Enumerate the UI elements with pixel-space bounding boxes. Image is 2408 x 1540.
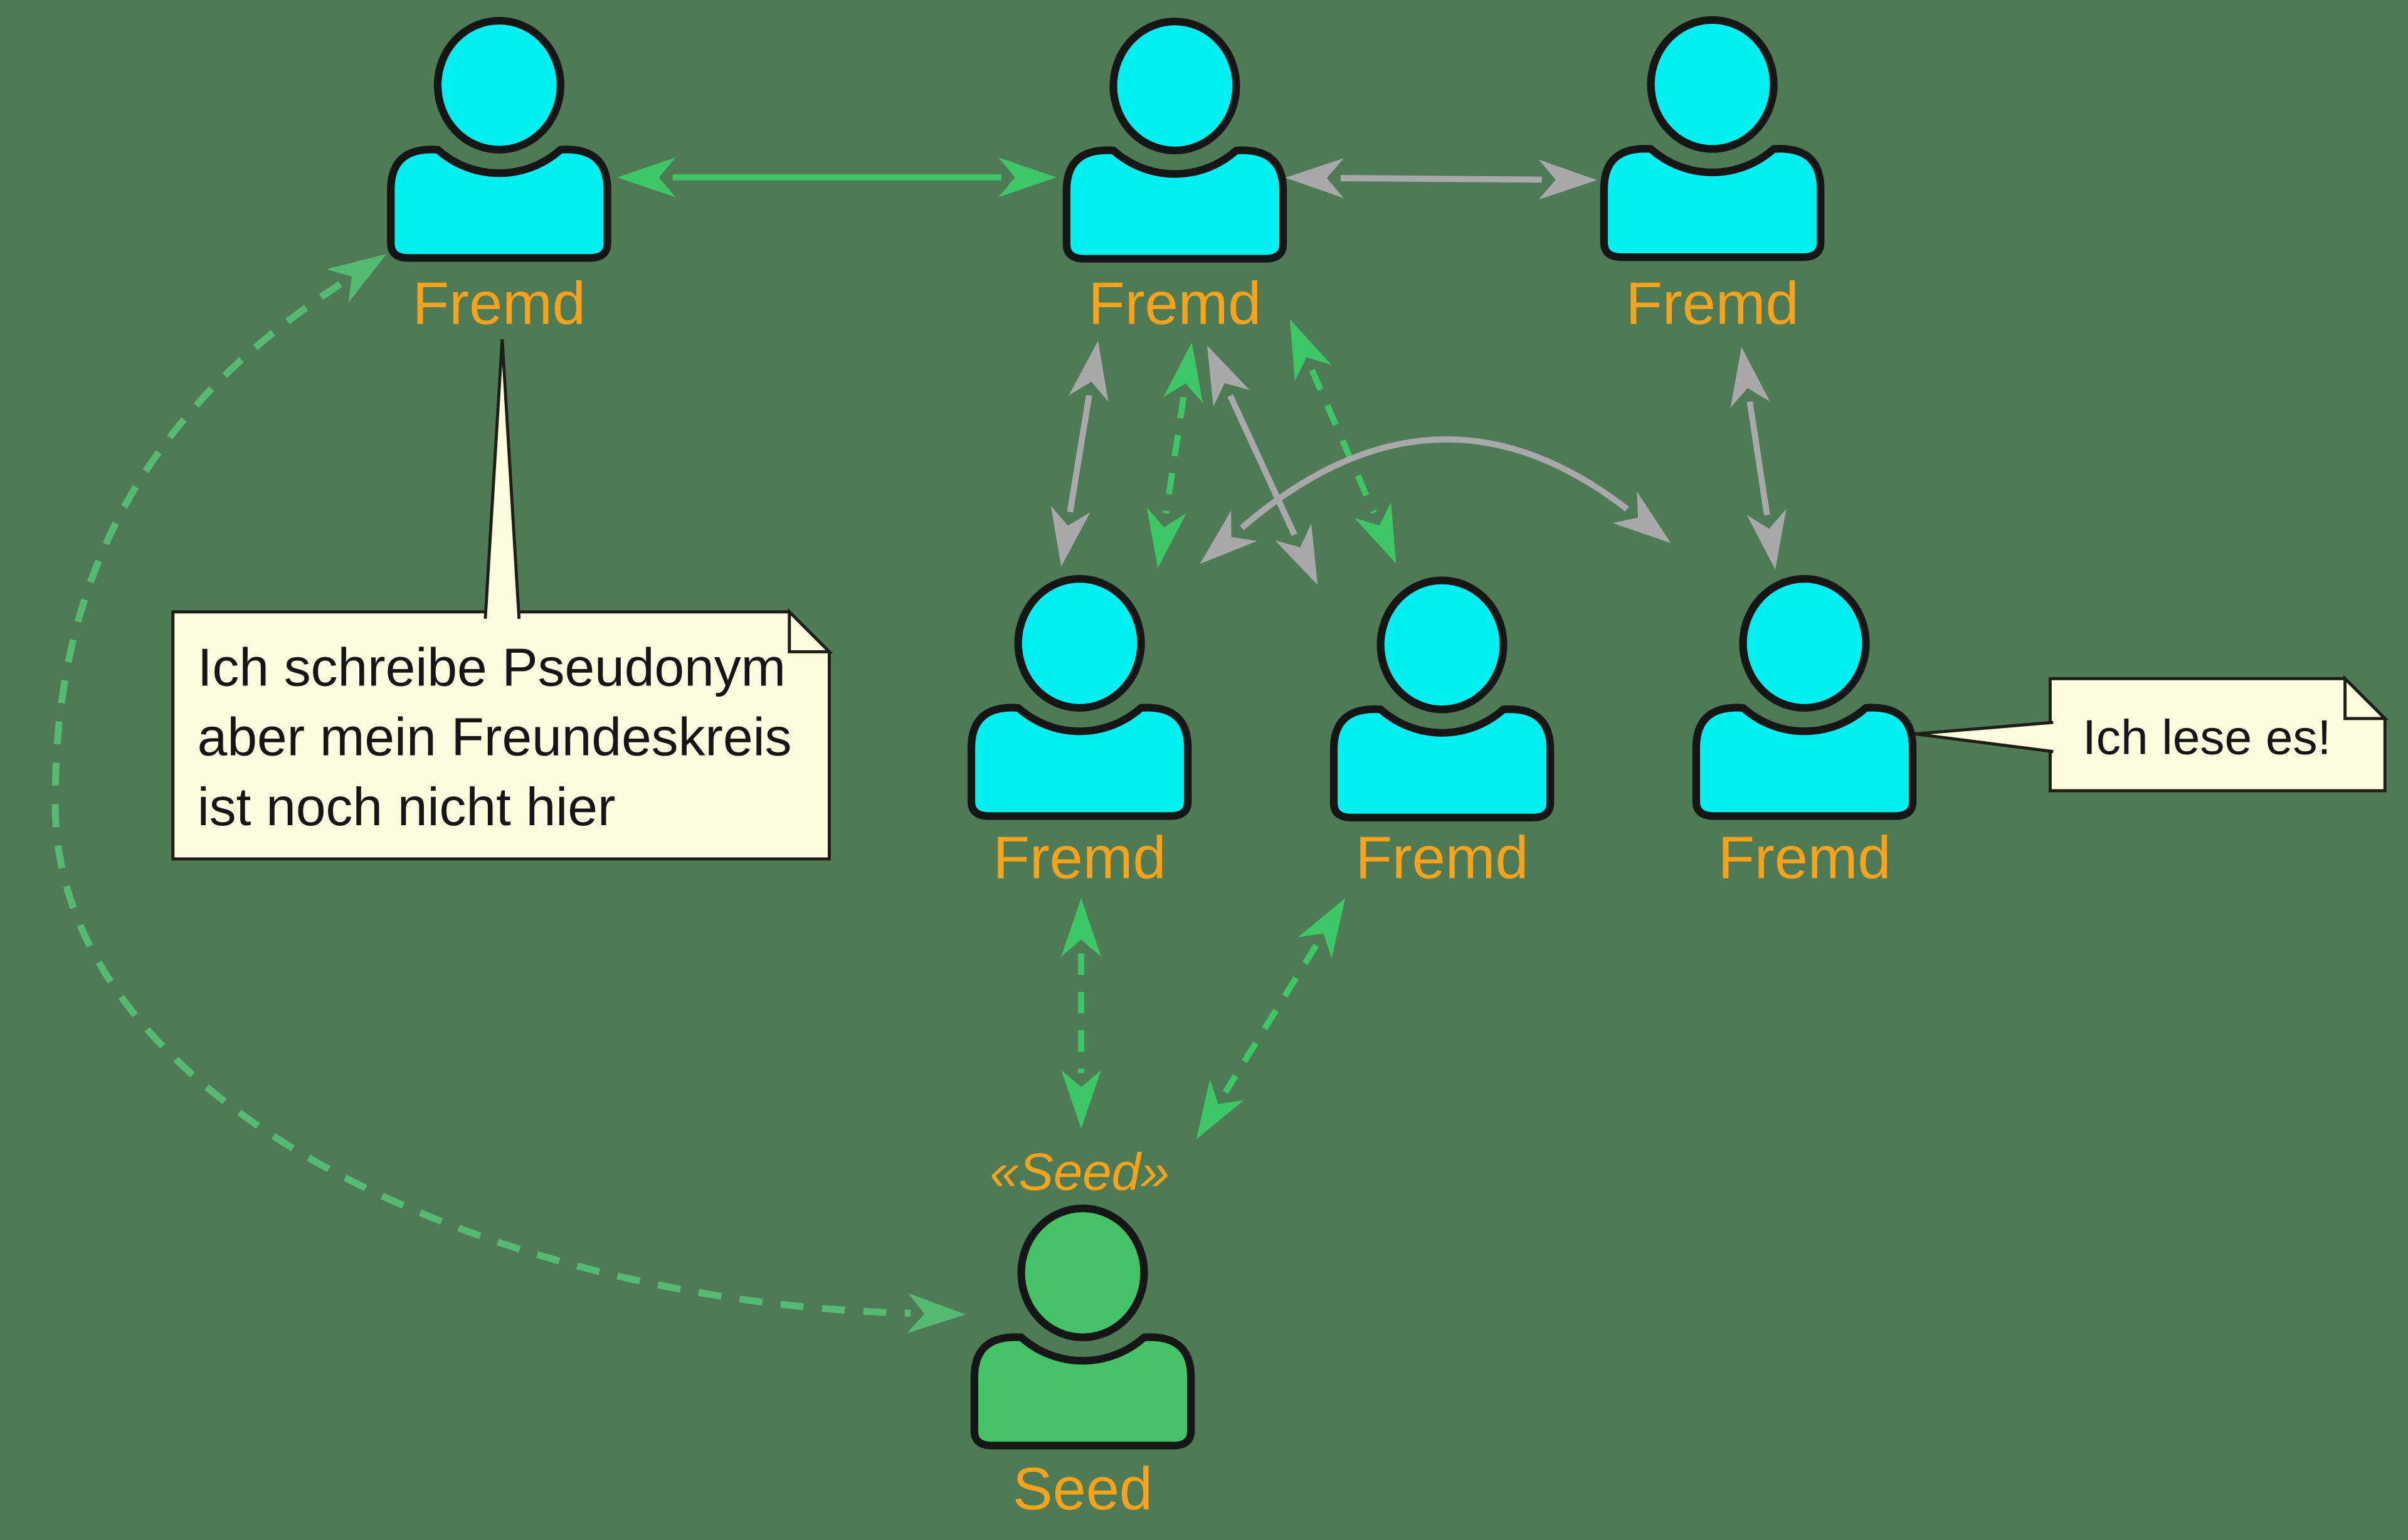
person-label: Fremd [1356,825,1529,892]
person-fremd-top-right: Fremd [1604,20,1820,337]
arrow-green-dashed-top-middle-to-mid-middle [1290,319,1397,564]
person-label: Fremd [1718,825,1891,892]
person-fremd-mid-left: Fremd [971,579,1188,892]
note-right-pointer [1914,722,2054,752]
seed-label: Seed [1013,1456,1153,1522]
person-label: Fremd [993,825,1166,892]
person-fremd-top-middle: Fremd [1067,21,1283,337]
person-label: Fremd [1626,271,1799,337]
note-left-line-3: ist noch nicht hier [198,777,616,837]
person-fremd-top-left: Fremd [391,21,607,337]
note-right: Ich lese es! [1914,675,2389,793]
person-label: Fremd [1088,271,1261,337]
arrow-green-dashed-arc-seed-to-top-left [51,253,966,1334]
note-right-text: Ich lese es! [2083,709,2331,764]
persons: Fremd Fremd Fremd Fremd Fremd Fremd «See… [391,20,1913,1522]
person-fremd-mid-middle: Fremd [1334,581,1550,892]
arrows [51,157,1787,1334]
note-right-box [2048,677,2387,793]
seed-stereotype-label: «Seed» [990,1143,1170,1201]
arrow-green-dashed-top-middle-to-mid-left [1146,342,1203,569]
arrow-gray-curved-mid-left-to-mid-right [1200,436,1671,564]
note-left-line-2: aber mein Freundeskreis [198,707,792,767]
arrow-gray-top-middle-to-top-right [1285,158,1597,200]
arrow-gray-top-middle-to-mid-left [1050,340,1109,567]
arrow-gray-top-right-to-mid-right [1730,347,1787,570]
person-fremd-mid-right: Fremd [1696,579,1913,892]
arrow-green-dashed-seed-to-mid-middle [1196,898,1346,1139]
person-seed: «Seed» Seed [974,1143,1191,1522]
note-left-line-1: Ich schreibe Pseudonym [198,637,786,697]
note-right-folded-corner-icon [2343,675,2389,720]
person-label: Fremd [413,271,586,337]
